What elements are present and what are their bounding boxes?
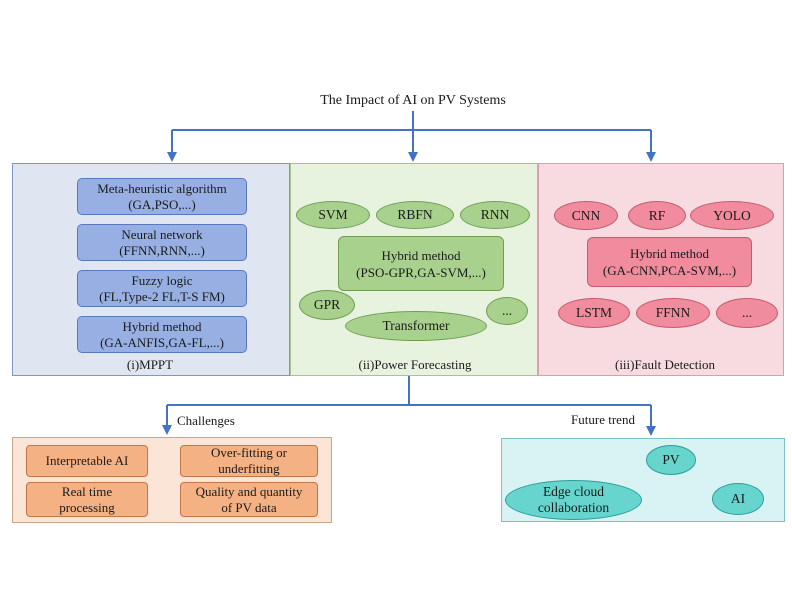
fd-more-node: ... [716, 298, 778, 328]
fd-rf-node: RF [628, 201, 686, 230]
fd-lstm-node: LSTM [558, 298, 630, 328]
future-ai-node: AI [712, 483, 764, 515]
future-edge-cloud-node: Edge cloud collaboration [505, 480, 642, 520]
challenge-data-quality-line1: Quality and quantity [195, 483, 303, 499]
challenge-real-time-line2: processing [59, 499, 115, 515]
mppt-fuzzy-logic-title: Fuzzy logic [131, 272, 193, 288]
challenge-overfitting-line1: Over-fitting or [211, 445, 287, 460]
challenge-data-quality-line2: of PV data [221, 499, 277, 515]
mppt-neural-network-title: Neural network [121, 226, 203, 242]
pf-hybrid-method-detail: (PSO-GPR,GA-SVM,...) [356, 264, 486, 280]
fd-cnn-node: CNN [554, 201, 618, 230]
future-pv-node: PV [646, 445, 696, 475]
fd-ffnn-node: FFNN [636, 298, 710, 328]
fd-yolo-node: YOLO [690, 201, 774, 230]
mppt-hybrid-method-box: Hybrid method (GA-ANFIS,GA-FL,...) [77, 316, 247, 353]
challenge-interpretable-ai: Interpretable AI [26, 445, 148, 477]
future-pv-label: PV [662, 452, 680, 467]
fd-caption: (iii)Fault Detection [614, 357, 715, 372]
fd-hybrid-method-detail: (GA-CNN,PCA-SVM,...) [602, 263, 737, 278]
challenges-label: Challenges [177, 413, 235, 428]
mppt-neural-network-box: Neural network (FFNN,RNN,...) [77, 224, 247, 261]
pf-more-node: ... [486, 297, 528, 325]
pf-gpr-node: GPR [299, 290, 355, 320]
future-ai-label: AI [730, 491, 746, 506]
challenge-interpretable-ai-label: Interpretable AI [45, 453, 129, 468]
future-edge-cloud-line2: collaboration [537, 500, 610, 515]
pf-rnn-node: RNN [460, 201, 530, 229]
pf-rbfn-node: RBFN [376, 201, 454, 229]
pf-hybrid-method-title: Hybrid method [381, 247, 461, 263]
diagram-title: The Impact of AI on PV Systems [320, 93, 506, 108]
future-edge-cloud-line1: Edge cloud [542, 484, 605, 499]
mppt-fuzzy-logic-detail: (FL,Type-2 FL,T-S FM) [99, 288, 225, 304]
mppt-meta-heuristic-detail: (GA,PSO,...) [128, 196, 196, 212]
fd-hybrid-method-box: Hybrid method (GA-CNN,PCA-SVM,...) [587, 237, 752, 287]
challenge-real-time-line1: Real time [61, 483, 113, 499]
mppt-neural-network-detail: (FFNN,RNN,...) [119, 242, 205, 258]
challenge-data-quality: Quality and quantity of PV data [180, 482, 318, 517]
mppt-fuzzy-logic-box: Fuzzy logic (FL,Type-2 FL,T-S FM) [77, 270, 247, 307]
mppt-hybrid-method-title: Hybrid method [122, 318, 202, 334]
pf-svm-node: SVM [296, 201, 370, 229]
mppt-meta-heuristic-box: Meta-heuristic algorithm (GA,PSO,...) [77, 178, 247, 215]
pf-hybrid-method-box: Hybrid method (PSO-GPR,GA-SVM,...) [338, 236, 504, 291]
fd-hybrid-method-title: Hybrid method [629, 246, 710, 261]
challenge-real-time: Real time processing [26, 482, 148, 517]
future-trend-label: Future trend [571, 412, 635, 427]
challenge-overfitting-line2: underfitting [218, 461, 280, 476]
pf-caption: (ii)Power Forecasting [358, 357, 472, 372]
mppt-meta-heuristic-title: Meta-heuristic algorithm [97, 180, 227, 196]
mppt-hybrid-method-detail: (GA-ANFIS,GA-FL,...) [100, 334, 224, 350]
mppt-caption: (i)MPPT [126, 357, 174, 372]
pf-transformer-node: Transformer [345, 311, 487, 341]
challenge-overfitting: Over-fitting or underfitting [180, 445, 318, 477]
